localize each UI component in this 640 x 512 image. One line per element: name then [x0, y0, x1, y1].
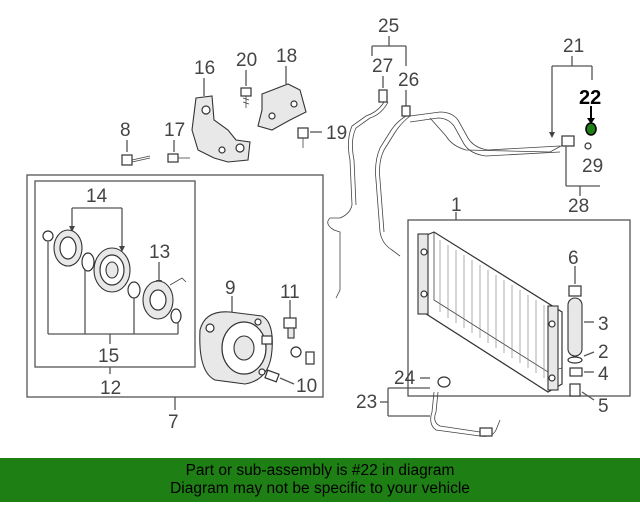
callout-1: 1 [451, 195, 462, 216]
callout-20: 20 [236, 50, 257, 71]
lower-hose [380, 376, 501, 437]
callout-7: 7 [168, 412, 179, 433]
callout-4: 4 [598, 364, 609, 385]
callout-17: 17 [164, 120, 185, 141]
refrigerant-lines [327, 36, 600, 299]
mounting-brackets [121, 66, 322, 166]
callout-9: 9 [225, 278, 236, 299]
callout-21: 21 [563, 36, 584, 57]
banner-line-2: Diagram may not be specific to your vehi… [170, 480, 470, 497]
callout-18: 18 [276, 46, 297, 67]
part-info-banner: Part or sub-assembly is #22 in diagram D… [0, 458, 640, 502]
callout-25: 25 [378, 16, 399, 37]
callout-19: 19 [326, 123, 347, 144]
callout-24: 24 [394, 368, 416, 389]
callout-numbers: 1 2 3 4 5 6 7 8 9 10 11 12 13 14 15 16 1… [86, 16, 609, 433]
callout-3: 3 [598, 314, 609, 335]
callout-27: 27 [372, 56, 393, 77]
part-22-o-ring [585, 122, 597, 136]
banner-line-1: Part or sub-assembly is #22 in diagram [185, 462, 455, 479]
callout-23: 23 [356, 392, 377, 413]
callout-28: 28 [568, 196, 589, 217]
condenser-assembly [407, 212, 631, 401]
callout-14: 14 [86, 186, 108, 207]
callout-13: 13 [149, 242, 170, 263]
callout-22-highlighted: 22 [579, 87, 601, 109]
callout-29: 29 [582, 156, 603, 177]
compressor-assembly-box [26, 174, 324, 410]
callout-5: 5 [598, 396, 609, 417]
callout-8: 8 [120, 120, 131, 141]
callout-6: 6 [568, 248, 579, 269]
callout-12: 12 [100, 378, 121, 399]
parts-diagram: 1 2 3 4 5 6 7 8 9 10 11 12 13 14 15 16 1… [26, 16, 631, 437]
compressor-body [199, 296, 315, 385]
callout-2: 2 [598, 342, 609, 363]
callout-26: 26 [398, 70, 419, 91]
callout-15: 15 [98, 346, 119, 367]
callout-16: 16 [194, 58, 215, 79]
callout-11: 11 [280, 282, 300, 303]
clutch-assembly [42, 207, 187, 374]
callout-10: 10 [296, 376, 317, 397]
